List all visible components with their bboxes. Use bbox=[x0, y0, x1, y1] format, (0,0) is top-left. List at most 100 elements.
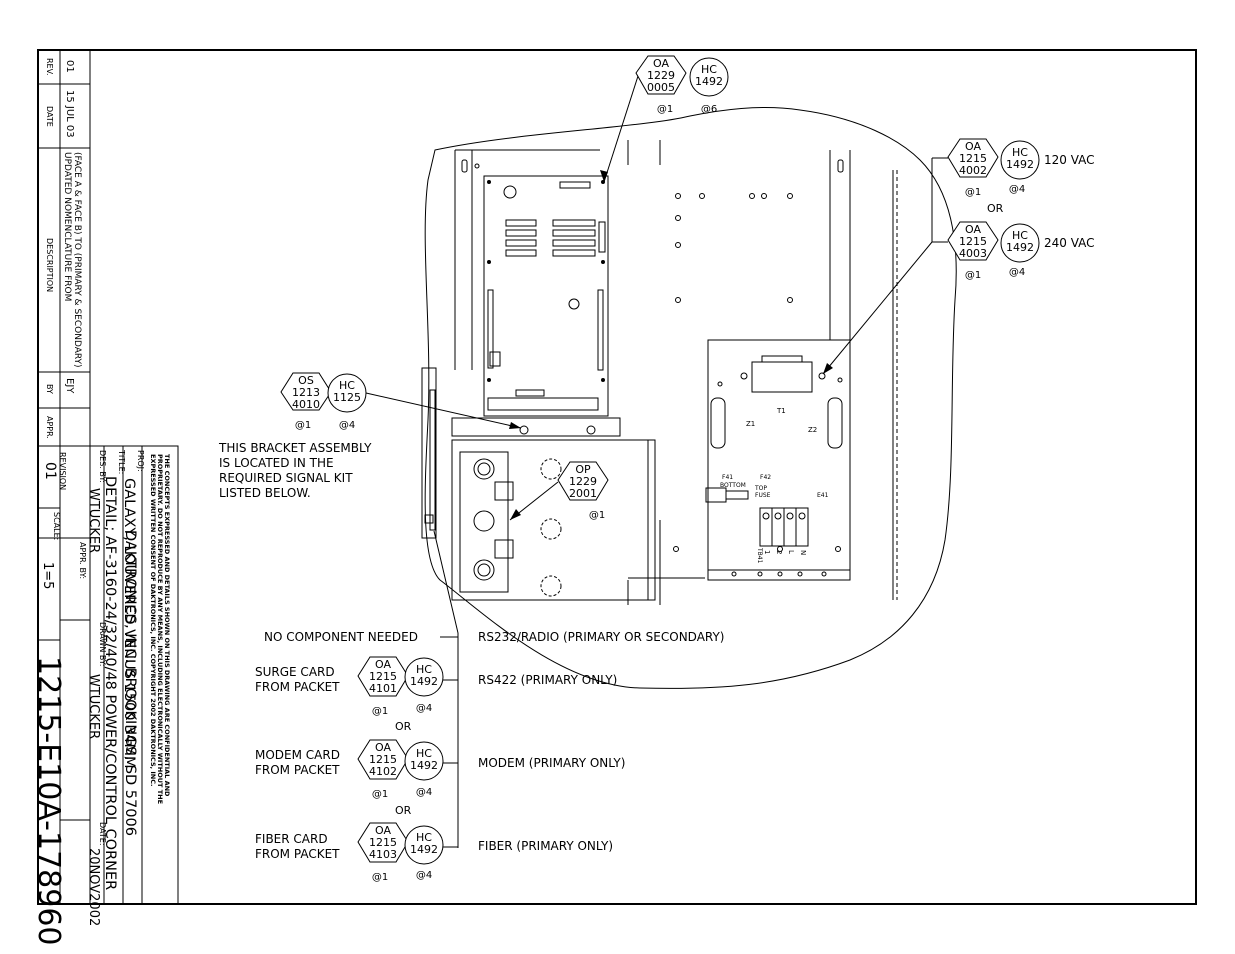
bracket-os-line2: 1213 bbox=[292, 386, 320, 399]
by-header: BY bbox=[45, 384, 54, 394]
surge-right: RS422 (PRIMARY ONLY) bbox=[478, 673, 617, 687]
terminal-n-label: N bbox=[799, 550, 807, 555]
vac240-oa-line2: 1215 bbox=[959, 235, 987, 248]
terminal-l-label: L bbox=[787, 550, 795, 554]
modem-oa-line3: 4102 bbox=[369, 765, 397, 778]
top-qty2: @6 bbox=[701, 104, 717, 115]
top-oa-line3: 0005 bbox=[647, 81, 675, 94]
appr-header: APPR. bbox=[45, 416, 54, 439]
vac120-qty1: @1 bbox=[965, 187, 981, 198]
fiber-qty2: @4 bbox=[416, 870, 432, 881]
fiber-right: FIBER (PRIMARY ONLY) bbox=[478, 839, 613, 853]
op-qty: @1 bbox=[589, 510, 605, 521]
vac120-oa-line3: 4002 bbox=[959, 164, 987, 177]
fiber-left-line1: FIBER CARD bbox=[255, 832, 328, 846]
terminal-2-label: 2 bbox=[775, 550, 783, 554]
modem-oa-line2: 1215 bbox=[369, 753, 397, 766]
or-modem-fiber: OR bbox=[395, 804, 412, 817]
op-line2: 1229 bbox=[569, 475, 597, 488]
description-header: DESCRIPTION bbox=[45, 238, 54, 292]
modem-right: MODEM (PRIMARY ONLY) bbox=[478, 756, 625, 770]
revision-value: 01 bbox=[42, 462, 58, 480]
vac120-oa-line2: 1215 bbox=[959, 152, 987, 165]
vac120-qty2: @4 bbox=[1009, 184, 1025, 195]
op-line3: 2001 bbox=[569, 487, 597, 500]
by-value: EJY bbox=[64, 378, 75, 394]
vac240-label: 240 VAC bbox=[1044, 236, 1095, 250]
terminal-1-label: 1 bbox=[763, 550, 771, 554]
option-modem: MODEM CARD FROM PACKET OA 1215 4102 HC 1… bbox=[255, 739, 625, 800]
scale-value: 1=5 bbox=[40, 562, 55, 589]
or-120-240: OR bbox=[987, 202, 1004, 215]
date-label: DATE: bbox=[98, 822, 107, 846]
z2-label: Z2 bbox=[808, 426, 817, 434]
top-hc-line1: HC bbox=[701, 63, 717, 76]
z1-label: Z1 bbox=[746, 420, 755, 428]
confidential-line3: EXPRESSED WRITTEN CONSENT OF DAKTRONICS,… bbox=[149, 454, 157, 786]
vac240-hc-line2: 1492 bbox=[1006, 241, 1034, 254]
fiber-oa-line1: OA bbox=[375, 824, 391, 837]
vac240-qty1: @1 bbox=[965, 270, 981, 281]
title-value: DETAIL; AF-3160-24/32/40/48 POWER/CONTRO… bbox=[102, 476, 118, 890]
modem-hc-line1: HC bbox=[416, 747, 432, 760]
f42-label: F42 bbox=[760, 474, 771, 481]
fiber-qty1: @1 bbox=[372, 872, 388, 883]
title-block bbox=[37, 445, 179, 905]
modem-qty1: @1 bbox=[372, 789, 388, 800]
drawn-by-value: WTUCKER bbox=[86, 674, 101, 739]
top-label: TOP bbox=[754, 485, 767, 492]
confidential-line2: PROPRIETARY. DO NOT REPRODUCE BY ANY MEA… bbox=[156, 454, 164, 804]
top-qty1: @1 bbox=[657, 104, 673, 115]
description-line1: UPDATED NOMENCLATURE FROM bbox=[62, 152, 72, 301]
e41-label: E41 bbox=[817, 492, 829, 499]
revision-label: REVISION bbox=[58, 452, 67, 490]
des-by-value: WTUCKER bbox=[86, 488, 101, 553]
tb41-label: TB41 bbox=[756, 547, 763, 564]
fiber-hc-line1: HC bbox=[416, 831, 432, 844]
f41-label: F41 bbox=[722, 474, 733, 481]
vac120-label: 120 VAC bbox=[1044, 153, 1095, 167]
proj-value: GALAXY, LOUVERED VENUS 1500 34MM bbox=[121, 478, 137, 769]
surge-left-line2: FROM PACKET bbox=[255, 680, 340, 694]
callout-controller: OA 1229 0005 HC 1492 @1 @6 bbox=[600, 55, 729, 183]
top-oa-line2: 1229 bbox=[647, 69, 675, 82]
callout-120vac: OA 1215 4002 HC 1492 120 VAC @1 @4 bbox=[931, 138, 1095, 242]
bracket-note-line2: IS LOCATED IN THE bbox=[219, 456, 334, 470]
fiber-hc-line2: 1492 bbox=[410, 843, 438, 856]
bracket-hc-line1: HC bbox=[339, 379, 355, 392]
callout-bracket: OS 1213 4010 HC 1125 @1 @4 bbox=[280, 372, 522, 431]
power-enclosure bbox=[705, 339, 851, 581]
option-none-right: RS232/RADIO (PRIMARY OR SECONDARY) bbox=[478, 630, 725, 644]
surge-qty2: @4 bbox=[416, 703, 432, 714]
modem-hc-line2: 1492 bbox=[410, 759, 438, 772]
option-fiber: FIBER CARD FROM PACKET OA 1215 4103 HC 1… bbox=[255, 822, 613, 883]
date-header: DATE bbox=[45, 106, 54, 127]
surge-hc-line1: HC bbox=[416, 663, 432, 676]
surge-qty1: @1 bbox=[372, 706, 388, 717]
vac120-hc-line2: 1492 bbox=[1006, 158, 1034, 171]
or-surge-modem: OR bbox=[395, 720, 412, 733]
proj-label: PROJ: bbox=[136, 450, 145, 472]
vac240-oa-line3: 4003 bbox=[959, 247, 987, 260]
top-hc-line2: 1492 bbox=[695, 75, 723, 88]
modem-left-line1: MODEM CARD bbox=[255, 748, 340, 762]
top-oa-line1: OA bbox=[653, 57, 669, 70]
date-value-title: 20NOV2002 bbox=[86, 848, 101, 926]
controller-card bbox=[483, 175, 609, 417]
modem-qty2: @4 bbox=[416, 787, 432, 798]
option-none-left: NO COMPONENT NEEDED bbox=[264, 630, 418, 644]
bracket-hc-line2: 1125 bbox=[333, 391, 361, 404]
surge-oa-line3: 4101 bbox=[369, 682, 397, 695]
fiber-oa-line3: 4103 bbox=[369, 848, 397, 861]
drawn-by-label: DRAWN BY: bbox=[98, 622, 107, 666]
bracket-qty2: @4 bbox=[339, 420, 355, 431]
modem-left-line2: FROM PACKET bbox=[255, 763, 340, 777]
surge-oa-line1: OA bbox=[375, 658, 391, 671]
option-surge: SURGE CARD FROM PACKET OA 1215 4101 HC 1… bbox=[255, 656, 617, 717]
surge-oa-line2: 1215 bbox=[369, 670, 397, 683]
fuse-label: FUSE bbox=[755, 492, 771, 499]
description-line2: (FACE A & FACE B) TO (PRIMARY & SECONDAR… bbox=[72, 152, 82, 368]
bracket-qty1: @1 bbox=[295, 420, 311, 431]
fiber-oa-line2: 1215 bbox=[369, 836, 397, 849]
